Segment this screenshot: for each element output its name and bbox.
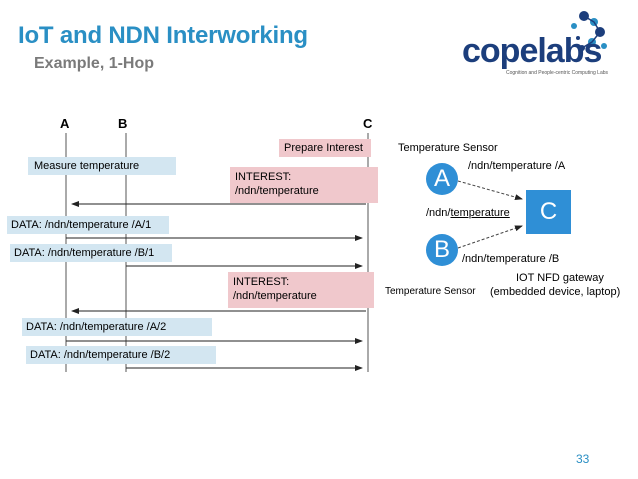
- link-b-label: /ndn/temperature /B: [462, 253, 560, 265]
- link-a-label: /ndn/temperature /A: [468, 160, 566, 172]
- measure-temperature-box: Measure temperature: [28, 157, 176, 175]
- prepare-interest-box: Prepare Interest: [279, 139, 371, 157]
- node-label-c: C: [363, 116, 373, 131]
- sensor-label-top: Temperature Sensor: [398, 142, 498, 154]
- interest-box-1: INTEREST: /ndn/temperature: [230, 167, 378, 203]
- slide-title: IoT and NDN Interworking: [18, 22, 308, 49]
- arrow-b-to-c: [457, 225, 523, 249]
- logo-wordmark: copelabs: [462, 32, 602, 70]
- arrow-a-to-c: [457, 180, 523, 200]
- link-center-label: /ndn/temperature: [426, 207, 510, 220]
- page-number: 33: [576, 452, 590, 466]
- sensor-label-bottom: Temperature Sensor: [385, 286, 476, 297]
- node-label-b: B: [118, 116, 128, 131]
- node-a-circle: A: [426, 163, 458, 195]
- interest-2-line2: /ndn/temperature: [233, 290, 317, 302]
- link-center-underlined: temperature: [450, 207, 510, 219]
- gateway-label-line2: (embedded device, laptop): [490, 286, 621, 298]
- link-center-prefix: /ndn/: [426, 207, 451, 219]
- node-label-a: A: [60, 116, 70, 131]
- logo-tagline: Cognition and People-centric Computing L…: [506, 70, 609, 76]
- interest-1-line1: INTEREST:: [235, 171, 292, 183]
- data-b2-box: DATA: /ndn/temperature /B/2: [26, 346, 216, 364]
- node-b-circle: B: [426, 234, 458, 266]
- slide-subtitle: Example, 1-Hop: [34, 55, 155, 72]
- interest-box-2: INTEREST: /ndn/temperature: [228, 272, 374, 308]
- data-a2-box: DATA: /ndn/temperature /A/2: [22, 318, 212, 336]
- data-b1-box: DATA: /ndn/temperature /B/1: [10, 244, 172, 262]
- copelabs-logo-mark: [571, 11, 607, 51]
- interest-2-line1: INTEREST:: [233, 276, 290, 288]
- data-a1-box: DATA: /ndn/temperature /A/1: [7, 216, 169, 234]
- node-c-box: C: [526, 190, 571, 234]
- gateway-label-line1: IOT NFD gateway: [516, 272, 604, 284]
- interest-1-line2: /ndn/temperature: [235, 185, 319, 197]
